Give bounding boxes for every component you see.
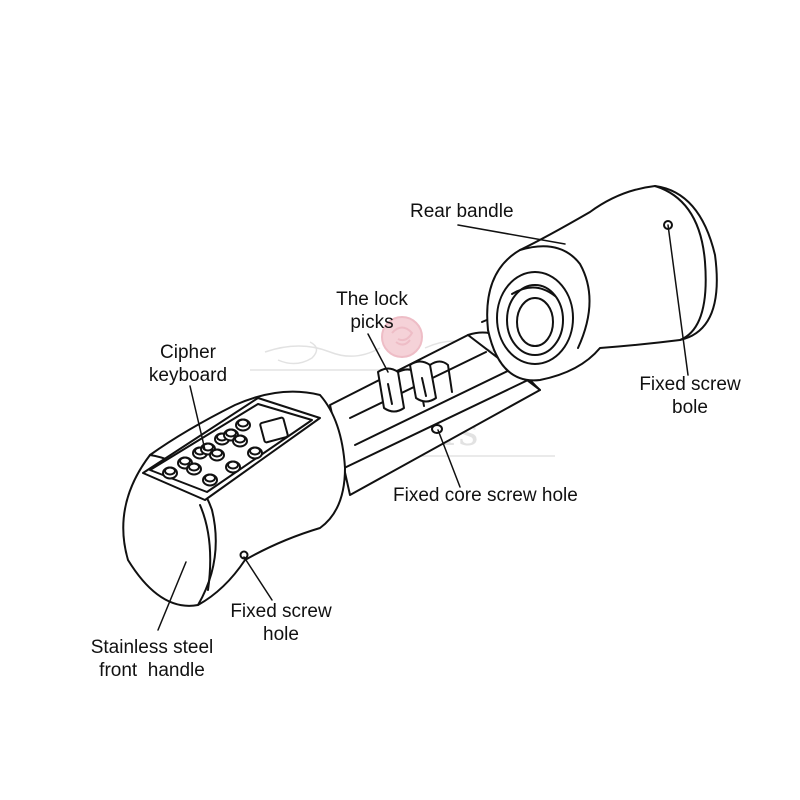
label-fixed-core-screw-hole: Fixed core screw hole (393, 484, 578, 507)
label-line: Fixed screw (639, 374, 741, 395)
label-line: keyboard (148, 365, 228, 386)
label-fixed-screw-hole: Fixed screw hole (216, 600, 346, 646)
front-handle (122, 390, 346, 607)
key-button (235, 418, 251, 432)
label-cipher-keyboard: Cipher keyboard (138, 341, 238, 387)
label-line: hole (263, 624, 299, 645)
key-button (202, 473, 218, 487)
watermark-rose-icon (381, 316, 423, 358)
label-line: Stainless steel (90, 637, 214, 658)
label-line: Cipher (160, 342, 216, 363)
keypad-buttons (162, 418, 263, 487)
leader-line-cipher-keyboard (189, 385, 206, 451)
leader-line-front-handle (157, 561, 187, 631)
fingerprint-sensor-icon (259, 416, 289, 444)
key-button (247, 446, 263, 460)
label-rear-handle: Rear bandle (410, 200, 514, 223)
leader-line-fixed-screw-bole (667, 224, 689, 376)
label-line: The lock (336, 289, 408, 310)
label-line: bole (672, 397, 708, 418)
label-line: picks (350, 312, 394, 333)
label-fixed-screw-bole: Fixed screw bole (625, 373, 755, 419)
rear-handle (486, 185, 718, 382)
key-button (209, 448, 225, 462)
leader-line-fixed-screw-hole (243, 556, 273, 601)
leader-line-lock-picks (367, 333, 389, 373)
key-button (186, 462, 202, 476)
key-button (162, 466, 178, 480)
label-line: Fixed screw (230, 601, 332, 622)
label-line: Fixed core screw hole (393, 485, 578, 506)
key-button (232, 434, 248, 448)
cipher-keypad (142, 397, 321, 501)
front-screw-hole-icon (239, 550, 249, 560)
leader-line-fixed-core-screw-hole (437, 429, 461, 488)
label-lock-picks: The lock picks (322, 288, 422, 334)
label-line: Rear bandle (410, 201, 514, 222)
label-line: front handle (99, 660, 205, 681)
label-front-handle: Stainless steel front handle (74, 636, 230, 682)
core-screw-hole-icon (431, 424, 443, 434)
lock-picks (377, 360, 453, 413)
leader-line-rear-handle (457, 224, 566, 245)
key-button (225, 460, 241, 474)
